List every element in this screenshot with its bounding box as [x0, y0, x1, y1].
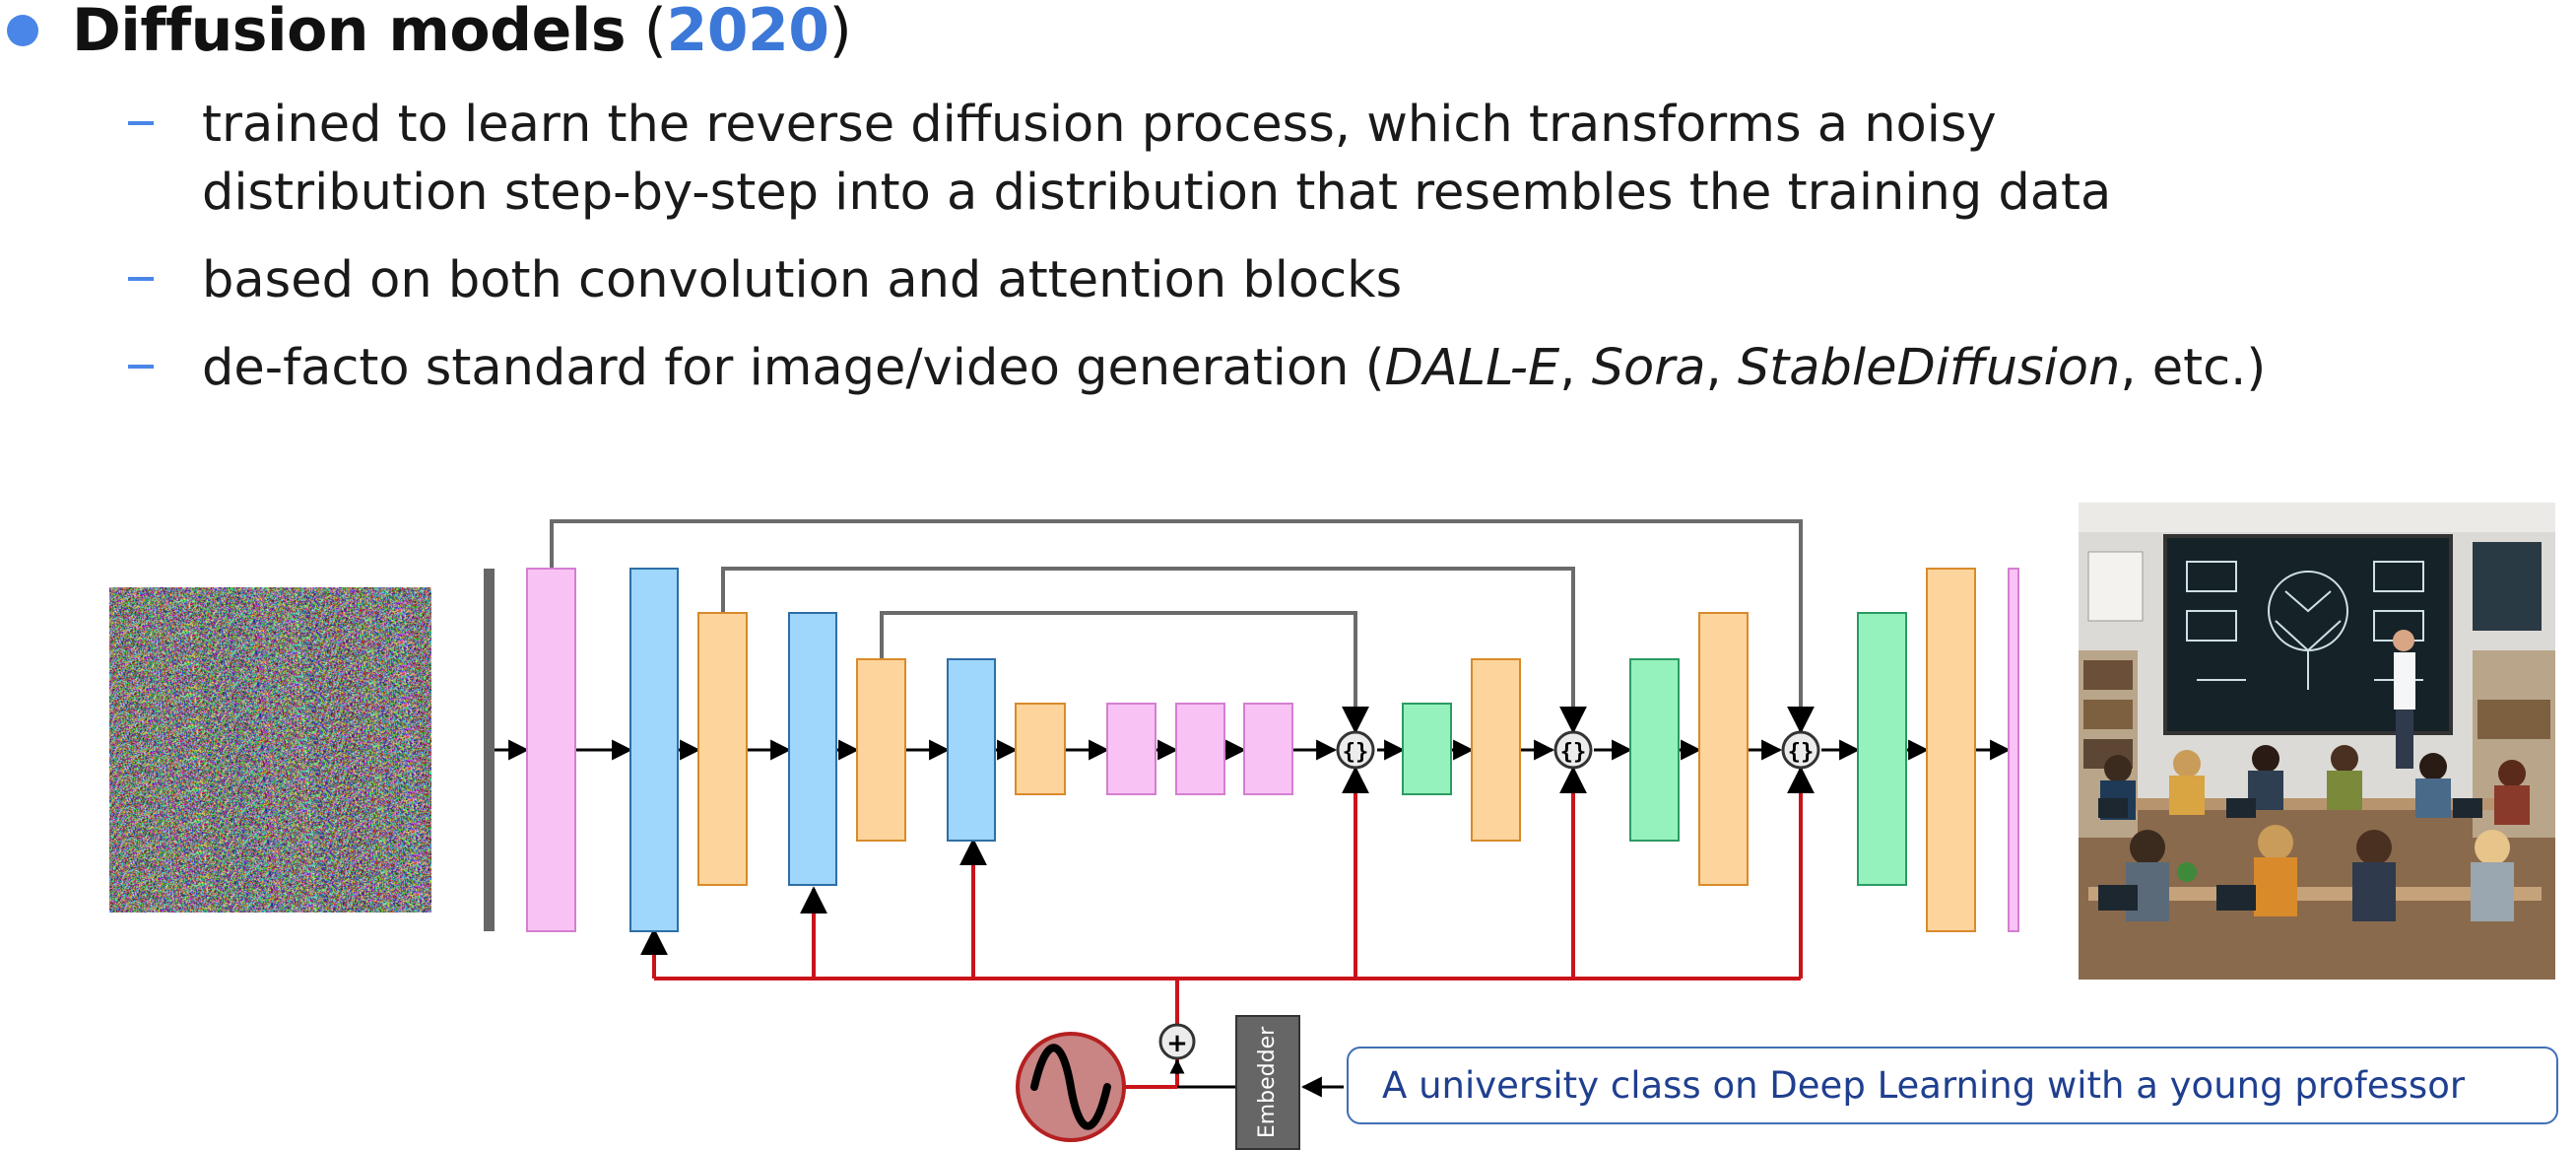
decoder-block-conv-3 — [1857, 612, 1907, 886]
concat-symbol: {} — [1343, 740, 1369, 765]
skip-connections — [550, 519, 1815, 734]
concat-node: {} — [1781, 730, 1820, 770]
concat-symbol: {} — [1788, 740, 1815, 765]
concat-symbol: {} — [1560, 740, 1587, 765]
generated-classroom-image — [2079, 503, 2555, 980]
embedder-label-box: Embedder — [1236, 1016, 1299, 1149]
decoder-block-conv-1 — [1402, 703, 1452, 795]
embedder-block — [1235, 1015, 1300, 1150]
bullet-1-line-2: distribution step-by-step into a distrib… — [202, 164, 2112, 222]
concat-node: {} — [1553, 730, 1593, 770]
example-sora: Sora — [1591, 339, 1706, 397]
bullet-3-prefix: de-facto standard for image/video genera… — [202, 339, 1385, 397]
bullet-3-sep-2: , — [1705, 339, 1738, 397]
dash-icon — [128, 365, 154, 369]
slide-title: Diffusion models (2020) — [72, 0, 852, 65]
bullet-3-suffix: , etc.) — [2120, 339, 2267, 397]
bottleneck-down — [1015, 703, 1066, 795]
decoder-block-up-2 — [1698, 612, 1749, 886]
bullet-3-sep-1: , — [1559, 339, 1592, 397]
dash-icon — [128, 277, 154, 281]
skip-connection-1 — [550, 519, 1815, 734]
time-embedding-paths — [640, 766, 1815, 1089]
plus-symbol: + — [1166, 1029, 1188, 1058]
encoder-block-conv-2 — [788, 612, 837, 886]
example-stable-diffusion: StableDiffusion — [1737, 339, 2121, 397]
title-year: 2020 — [666, 0, 830, 65]
text-prompt-box: A university class on Deep Learning with… — [1347, 1047, 2558, 1124]
bullet-2: based on both convolution and attention … — [202, 251, 1403, 309]
bottleneck-attention-2 — [1175, 703, 1225, 795]
input-layer — [484, 569, 495, 931]
example-dall-e: DALL-E — [1384, 339, 1560, 397]
dash-icon — [128, 121, 154, 125]
skip-connection-2 — [721, 567, 1587, 734]
encoder-block-attention-1 — [526, 568, 576, 932]
encoder-block-conv-3 — [947, 658, 996, 842]
decoder-block-up-1 — [1471, 658, 1521, 842]
title-paren-close: ) — [828, 0, 852, 65]
noise-image — [109, 587, 431, 913]
encoder-block-down-2 — [856, 658, 906, 842]
text-prompt: A university class on Deep Learning with… — [1382, 1064, 2466, 1107]
forward-arrows — [495, 739, 2012, 1098]
encoder-block-conv-1 — [629, 568, 679, 932]
bottleneck-attention-3 — [1243, 703, 1293, 795]
title-paren-open: ( — [626, 0, 667, 65]
bullet-dot-icon — [7, 15, 38, 46]
bullet-3: de-facto standard for image/video genera… — [202, 334, 2266, 402]
skip-connection-3 — [880, 611, 1369, 734]
slide-title-row: Diffusion models (2020) — [0, 0, 852, 65]
output-layer — [2008, 568, 2019, 932]
encoder-block-down-1 — [697, 612, 748, 886]
sine-wave-icon — [1016, 1032, 1126, 1142]
decoder-block-conv-2 — [1629, 658, 1680, 842]
bullet-1-line-1: trained to learn the reverse diffusion p… — [202, 96, 1997, 154]
concat-node: {} — [1336, 730, 1375, 770]
bottleneck-attention-1 — [1106, 703, 1156, 795]
plus-node: + — [1158, 1023, 1196, 1060]
embedder-label: Embedder — [1255, 1026, 1281, 1139]
decoder-block-up-3 — [1926, 568, 1976, 932]
title-main: Diffusion models — [72, 0, 627, 65]
